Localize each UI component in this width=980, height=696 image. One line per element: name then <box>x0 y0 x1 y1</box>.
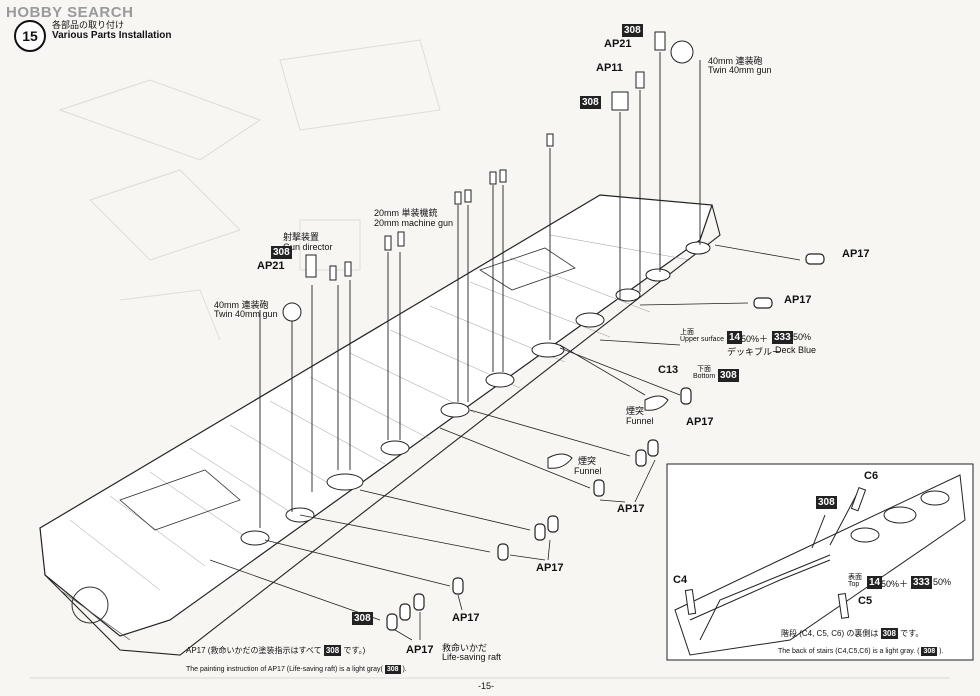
label-ap17: AP17 <box>536 562 564 574</box>
label-ap11: AP11 <box>596 62 623 74</box>
small-parts <box>282 31 694 322</box>
mix-percent-1: 50%＋ <box>741 334 769 344</box>
fwd-elevator <box>479 247 576 291</box>
paint-badge-308: 308 <box>880 628 898 639</box>
funnel-parts <box>547 395 669 469</box>
raft-note-en-tail: ). <box>402 666 407 673</box>
paint-badge-308: 308 <box>352 612 373 625</box>
label-twin40-left-jp: 40mm 連装砲 <box>214 300 269 310</box>
step-number: 15 <box>14 20 46 52</box>
mix-percent-2: 50% <box>793 332 812 342</box>
stairs-note-jp: 階段 (C4, C5, C6) の裏側は 308 です。 <box>781 628 923 639</box>
label-gundir-jp: 射撃装置 <box>283 232 320 242</box>
paint-badge-308: 308 <box>816 496 837 509</box>
watermark-logo: HOBBY SEARCH <box>6 4 134 21</box>
paint-badge-333: 333 <box>772 331 793 344</box>
label-top-en: Top <box>848 581 860 588</box>
paint-badge-308: 308 <box>580 96 601 109</box>
label-funnel-jp: 煙突 <box>626 406 645 416</box>
label-raft-jp: 救命いかだ <box>442 643 488 653</box>
label-twin40-jp: 40mm 連装砲 <box>708 56 763 66</box>
stern-gun-tub <box>71 586 109 624</box>
label-twin40-en: Twin 40mm gun <box>708 65 772 75</box>
label-upper-jp: 上面 <box>680 329 694 336</box>
label-ap17: AP17 <box>617 503 645 515</box>
raft-note-en-text: The painting instruction of AP17 (Life-s… <box>186 666 383 673</box>
flight-deck <box>39 194 713 637</box>
paint-badge-308: 308 <box>921 647 938 656</box>
paint-badge-308: 308 <box>718 369 739 382</box>
inset-drawing <box>674 474 966 656</box>
label-upper-en: Upper surface <box>680 336 724 343</box>
label-ap17: AP17 <box>842 248 870 260</box>
raft-parts <box>386 253 825 631</box>
step-title-en: Various Parts Installation <box>52 30 172 41</box>
stairs-note-jp-tail: です。 <box>900 629 924 638</box>
label-ap21-left: AP21 <box>257 260 285 272</box>
paint-badge-308: 308 <box>384 665 401 674</box>
label-ap17: AP17 <box>406 644 434 656</box>
label-c6: C6 <box>864 470 879 482</box>
step-title-jp: 各部品の取り付け <box>52 20 125 30</box>
label-deck-blue-en: Deck Blue <box>775 345 817 355</box>
raft-note-en: The painting instruction of AP17 (Life-s… <box>186 664 407 675</box>
stairs-note-jp-text: 階段 (C4, C5, C6) の裏側は <box>781 629 879 638</box>
label-c5: C5 <box>858 595 873 607</box>
paint-badge-308: 308 <box>271 246 292 259</box>
attach-lines <box>259 52 701 528</box>
stair-parts <box>684 486 867 619</box>
paint-badge-14: 14 <box>727 331 743 344</box>
label-funnel-en: Funnel <box>574 466 602 476</box>
stairs-note-en-text: The back of stairs (C4,C5,C6) is a light… <box>778 648 920 655</box>
label-mg20-jp: 20mm 単装機銃 <box>374 208 438 218</box>
paint-badge-14: 14 <box>867 576 883 589</box>
raft-note-jp-text: AP17 (救命いかだの塗装指示はすべて <box>186 646 322 655</box>
label-ap17: AP17 <box>686 416 714 428</box>
aft-elevator <box>119 469 241 531</box>
mix-percent-1: 50%＋ <box>881 579 909 589</box>
hull-side <box>44 204 721 656</box>
mix-percent-2: 50% <box>933 577 952 587</box>
label-ap21-top: AP21 <box>604 38 632 50</box>
label-deck-blue-jp: デッキブルー <box>727 347 782 357</box>
label-top-jp: 表面 <box>848 574 862 581</box>
label-bottom-en: Bottom <box>693 373 716 380</box>
label-funnel-en: Funnel <box>626 416 654 426</box>
label-gundir-en: Gun director <box>283 242 333 252</box>
stairs-note-en-tail: ). <box>939 648 944 655</box>
leader-lines <box>209 244 801 641</box>
page-number: -15- <box>478 681 495 691</box>
paint-badge-308: 308 <box>622 24 643 37</box>
label-c4: C4 <box>673 574 688 586</box>
label-bottom-jp: 下面 <box>697 366 711 373</box>
paint-badge-308: 308 <box>323 645 342 656</box>
label-c13: C13 <box>658 364 679 376</box>
label-ap17: AP17 <box>452 612 480 624</box>
stairs-note-en: The back of stairs (C4,C5,C6) is a light… <box>778 646 943 657</box>
raft-note-jp-tail: です。) <box>343 646 366 655</box>
raft-note-jp: AP17 (救命いかだの塗装指示はすべて 308 です。) <box>186 645 365 656</box>
paint-badge-333: 333 <box>911 576 932 589</box>
label-funnel-jp: 煙突 <box>578 456 597 466</box>
label-raft-en: Life-saving raft <box>442 652 502 662</box>
label-ap17: AP17 <box>784 294 812 306</box>
label-twin40-left-en: Twin 40mm gun <box>214 309 278 319</box>
label-mg20-en: 20mm machine gun <box>374 218 454 228</box>
